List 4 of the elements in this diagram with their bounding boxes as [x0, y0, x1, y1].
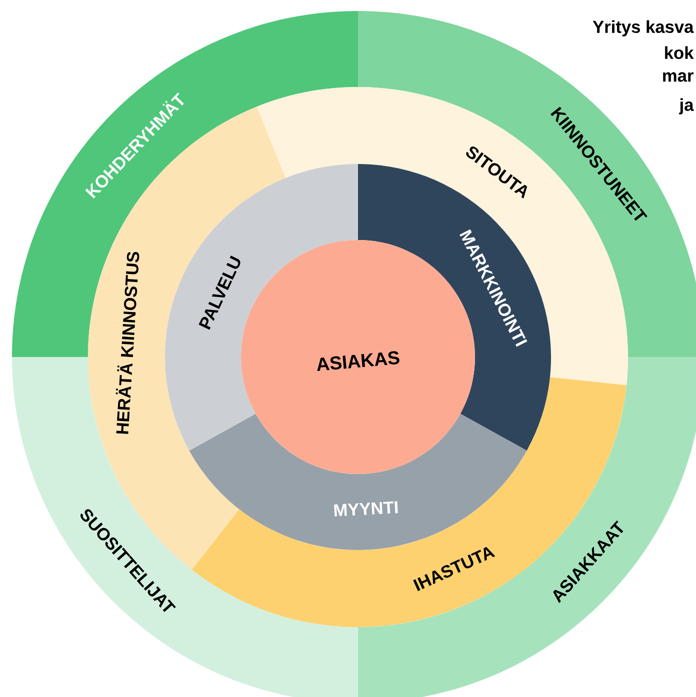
heading-text: kok	[665, 46, 694, 59]
heading-text: Yritys kasva	[592, 20, 694, 36]
heading-text: mar	[663, 72, 694, 82]
heading-text: ja	[679, 98, 694, 114]
